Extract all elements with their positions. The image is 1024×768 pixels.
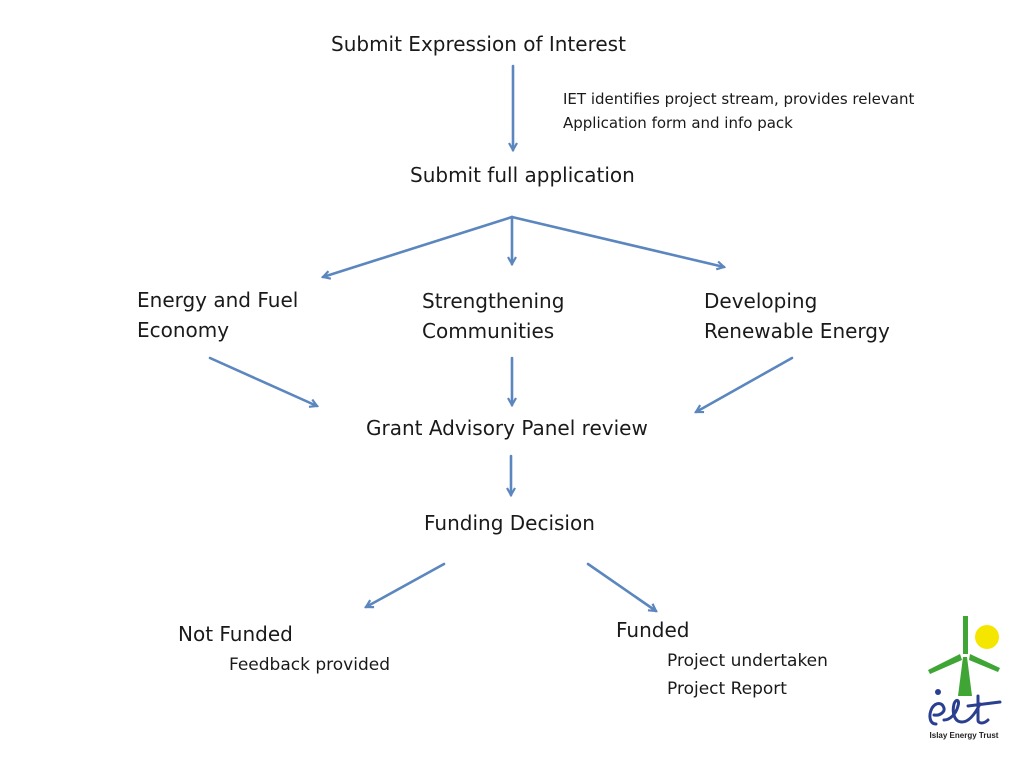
step-funding-decision: Funding Decision — [424, 511, 595, 535]
step-submit-expression-of-interest: Submit Expression of Interest — [331, 32, 626, 56]
arrow-developing-to-review — [696, 356, 794, 414]
stream-developing-line1: Developing — [704, 289, 818, 313]
iet-note-line1: IET identifies project stream, provides … — [563, 90, 915, 108]
wind-turbine-icon — [928, 616, 1002, 726]
stream-energy-line1: Energy and Fuel — [137, 288, 299, 312]
step-submit-full-application: Submit full application — [410, 163, 635, 187]
stream-strengthening-line2: Communities — [422, 319, 555, 343]
stream-strengthening-line1: Strengthening — [422, 289, 565, 313]
islay-energy-trust-logo: Islay Energy Trust — [918, 612, 1010, 747]
stream-developing-line2: Renewable Energy — [704, 319, 890, 343]
step-grant-advisory-panel-review: Grant Advisory Panel review — [366, 416, 648, 440]
logo-text: Islay Energy Trust — [929, 731, 999, 740]
outcome-funded: Funded — [616, 618, 690, 642]
arrow-decision-to-funded — [586, 562, 656, 613]
outcome-project-undertaken: Project undertaken — [667, 651, 828, 671]
iet-note-line2: Application form and info pack — [563, 114, 793, 132]
arrow-decision-to-not-funded — [366, 562, 446, 609]
arrow-energy-to-review — [208, 356, 317, 406]
outcome-project-report: Project Report — [667, 679, 787, 699]
arrow-application-to-energy — [323, 215, 514, 277]
sun-icon — [975, 625, 999, 649]
arrow-application-to-developing — [510, 215, 724, 267]
outcome-feedback-provided: Feedback provided — [229, 655, 390, 675]
outcome-not-funded: Not Funded — [178, 622, 293, 646]
stream-energy-line2: Economy — [137, 318, 230, 342]
